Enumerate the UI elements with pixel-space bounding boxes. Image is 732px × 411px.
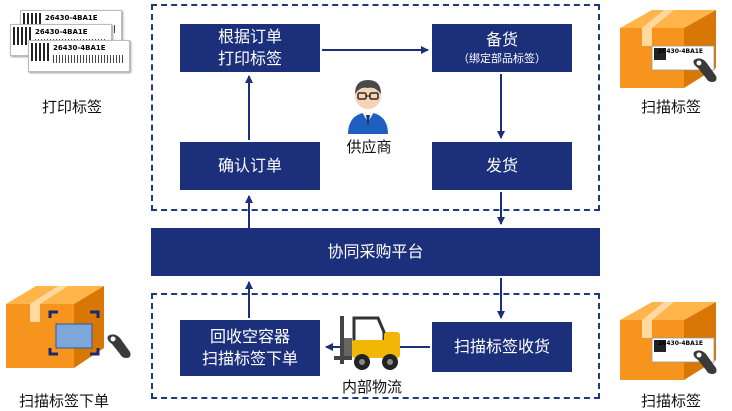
box-icon [620,302,716,380]
node-platform: 协同采购平台 [151,228,600,276]
forklift-icon [334,316,400,370]
box-label-code: 26430-4BA1E [658,340,704,347]
internal-frame [151,293,600,399]
node-ship-label: 发货 [485,156,518,175]
caption-supplier: 供应商 [346,138,392,156]
caption-scan-label-bottom: 扫描标签 [640,392,701,410]
node-recycle-line2: 扫描标签下单 [201,349,298,368]
box-icon [620,10,716,88]
qr-icon [13,27,31,45]
node-stock-up-title: 备货 [485,30,518,49]
caption-scan-order: 扫描标签下单 [18,392,109,410]
node-confirm-order-label: 确认订单 [217,156,282,175]
caption-print-label: 打印标签 [41,98,102,116]
node-print-by-order-line2: 打印标签 [217,49,282,68]
scanner-icon [693,350,717,374]
label-code: 26430-4BA1E [35,28,88,36]
caption-scan-label-top: 扫描标签 [640,98,701,116]
label-card: 26430-4BA1E [28,40,130,72]
node-stock-up-sub: （绑定部品标签） [458,52,546,65]
barcode-icon [53,55,123,63]
node-stock-up: 备货 （绑定部品标签） [432,24,572,72]
box-icon [6,286,104,368]
node-platform-label: 协同采购平台 [327,242,424,261]
node-scan-receive-label: 扫描标签收货 [453,337,550,356]
qr-icon [31,43,49,61]
node-confirm-order: 确认订单 [180,142,320,190]
supplier-frame [151,4,600,211]
node-recycle-line1: 回收空容器 [209,327,290,346]
node-recycle: 回收空容器 扫描标签下单 [180,320,320,376]
label-code: 26430-4BA1E [45,14,98,22]
caption-logistics: 内部物流 [341,378,402,396]
label-code: 26430-4BA1E [53,44,106,52]
node-print-by-order-line1: 根据订单 [217,27,282,46]
node-ship: 发货 [432,142,572,190]
box-label-code: 26430-4BA1E [658,48,704,55]
node-scan-receive: 扫描标签收货 [432,322,572,372]
scanner-icon [107,334,131,358]
scanner-icon [693,58,717,82]
supplier-person-icon [348,80,388,134]
node-print-by-order: 根据订单 打印标签 [180,24,320,72]
printed-labels-stack: 26430-4BA1E 26430-4BA1E 26430-4BA1E [2,8,132,78]
